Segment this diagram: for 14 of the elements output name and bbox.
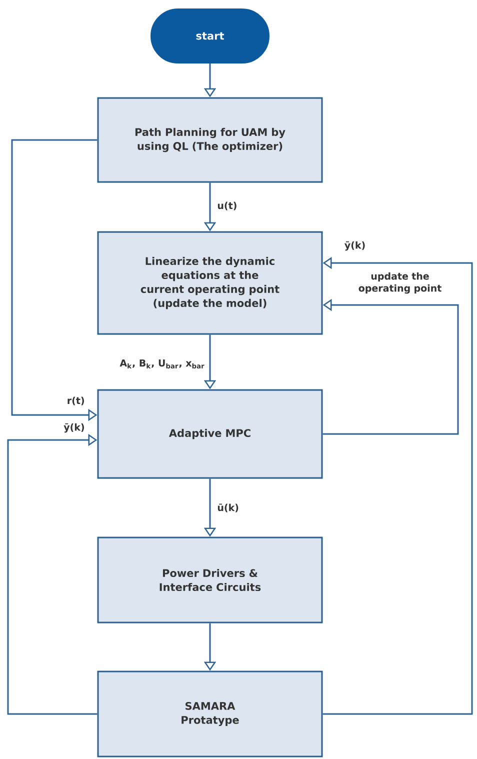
edge-label: ȳ(k) — [344, 241, 365, 251]
process-box: Path Planning for UAM by using QL (The optimizer) — [97, 97, 323, 183]
start-terminal: start — [150, 8, 270, 64]
edge-label: ū(k) — [218, 504, 238, 512]
edge-label: A$_{k}$, B$_{k}$, U$_{bar}$, x$_{bar}$ — [120, 360, 204, 368]
arrow — [7, 434, 98, 715]
process-box: Power Drivers & Interface Circuits — [97, 536, 323, 624]
edge-label: r(t) — [68, 396, 84, 406]
edge-label: ȳ(k) — [64, 423, 84, 433]
edge-label: u(t) — [218, 202, 236, 210]
process-box: Adaptive MPC — [97, 389, 323, 479]
process-box: Linearize the dynamic equations at the current operating point (update the model) — [97, 231, 323, 335]
edge-label: update the operating point — [358, 272, 442, 294]
process-box: SAMARA Protatype — [97, 670, 323, 758]
